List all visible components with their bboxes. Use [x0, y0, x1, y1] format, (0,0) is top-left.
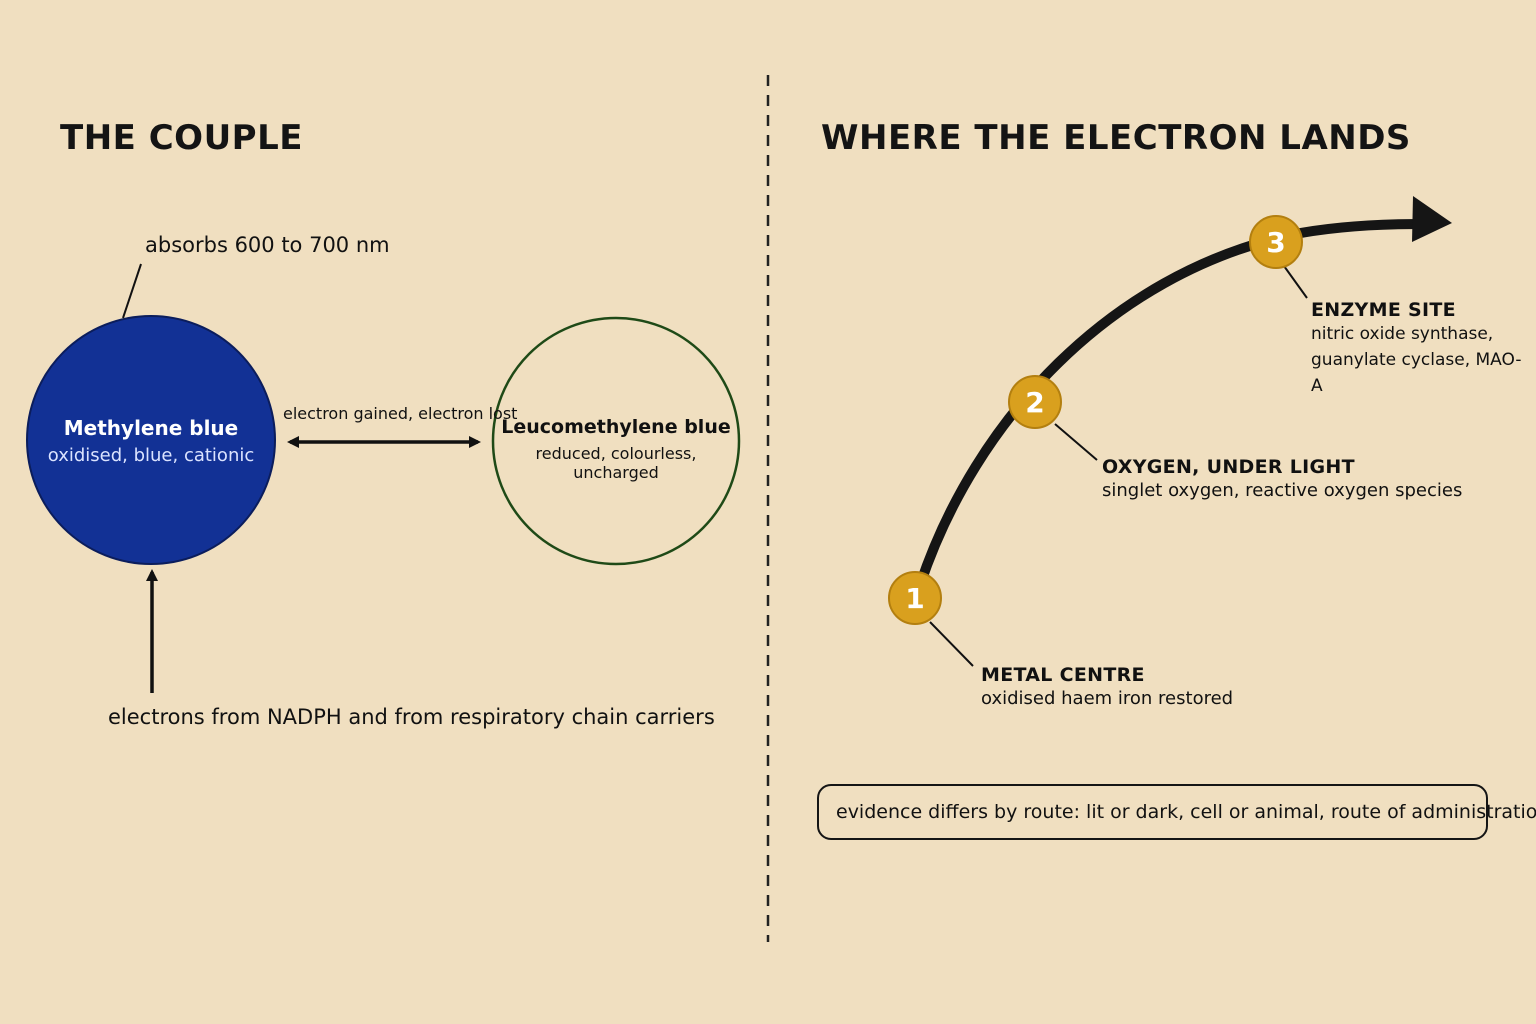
evidence-note-box: evidence differs by route: lit or dark, …	[817, 784, 1536, 840]
node-2-description: singlet oxygen, reactive oxygen species	[1102, 480, 1463, 501]
node-1-description: oxidised haem iron restored	[981, 688, 1234, 709]
electron-path-arrowhead	[1412, 196, 1452, 242]
methylene-blue-circle	[26, 315, 276, 565]
absorbs-label: absorbs 600 to 700 nm	[145, 233, 390, 257]
node-3-description: nitric oxide synthase, guanylate cyclase…	[1311, 324, 1522, 396]
leucomethylene-blue-name: Leucomethylene blue	[501, 416, 731, 438]
methylene-blue-text: Methylene blue oxidised, blue, cationic	[27, 416, 275, 466]
evidence-note-text: evidence differs by route: lit or dark, …	[836, 801, 1536, 823]
absorbs-leader-line	[122, 263, 142, 319]
node-2-title: OXYGEN, UNDER LIGHT	[1102, 456, 1355, 478]
left-panel-heading: THE COUPLE	[60, 118, 303, 158]
leucomethylene-blue-description: reduced, colourless, uncharged	[535, 444, 697, 482]
node-2-leader	[1054, 423, 1098, 461]
methylene-blue-name: Methylene blue	[63, 416, 239, 440]
node-3-marker: 3	[1249, 215, 1303, 269]
node-3-leader	[1283, 265, 1308, 299]
electron-source-label: electrons from NADPH and from respirator…	[108, 705, 715, 729]
leucomethylene-blue-circle	[491, 316, 741, 566]
node-3-title: ENZYME SITE	[1311, 299, 1456, 321]
right-panel-heading: WHERE THE ELECTRON LANDS	[821, 118, 1411, 158]
node-1-leader	[929, 621, 974, 667]
node-1-title: METAL CENTRE	[981, 664, 1145, 686]
node-3-label: ENZYME SITE nitric oxide synthase, guany…	[1311, 299, 1526, 399]
leucomethylene-blue-text: Leucomethylene blue reduced, colourless,…	[493, 416, 739, 482]
node-2-marker: 2	[1008, 375, 1062, 429]
node-2-label: OXYGEN, UNDER LIGHT singlet oxygen, reac…	[1102, 456, 1462, 504]
methylene-blue-description: oxidised, blue, cationic	[47, 445, 255, 466]
exchange-label: electron gained, electron lost	[283, 404, 518, 423]
node-1-label: METAL CENTRE oxidised haem iron restored	[981, 664, 1233, 712]
electron-path-arc	[915, 219, 1425, 590]
node-1-marker: 1	[888, 571, 942, 625]
